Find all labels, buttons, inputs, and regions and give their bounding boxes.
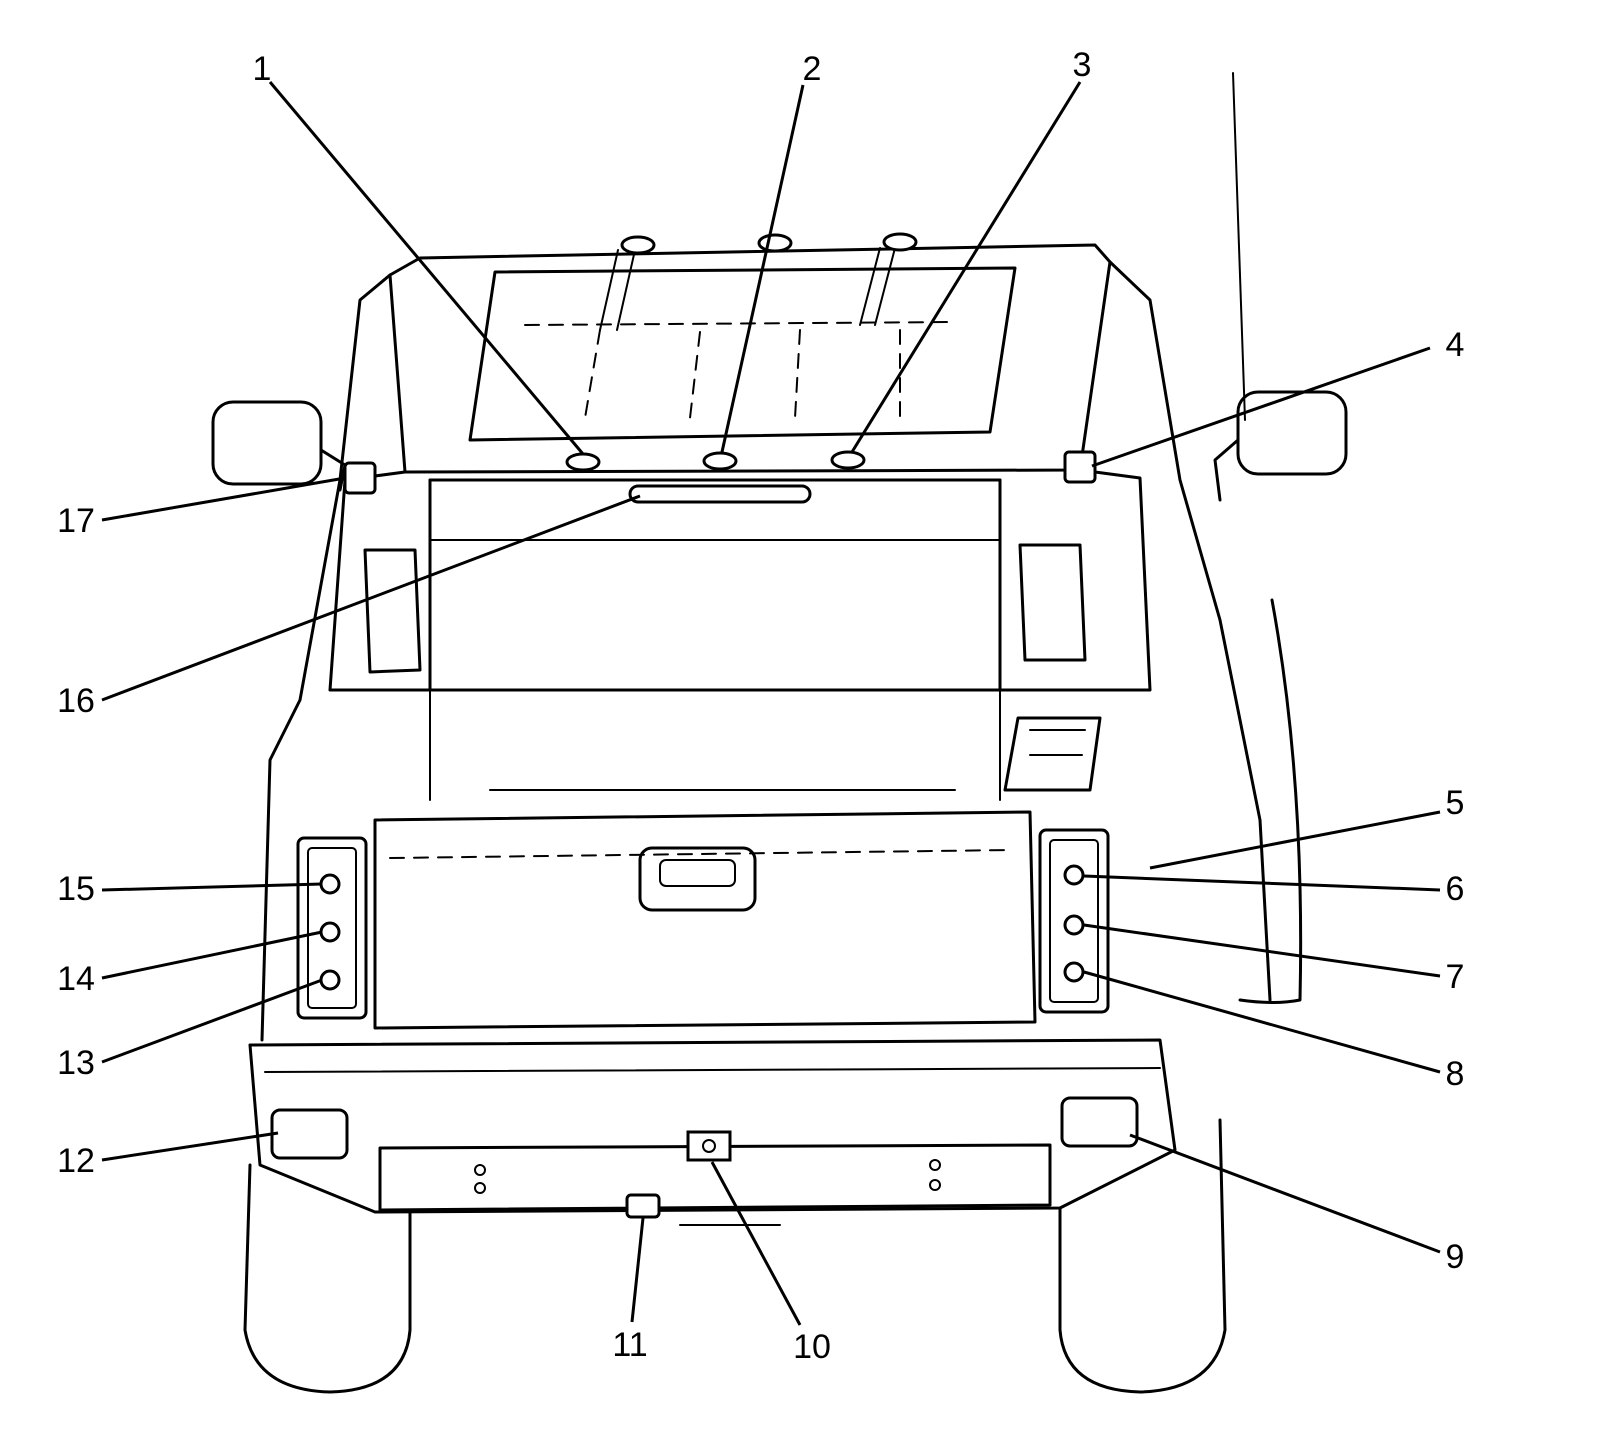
callout-10: 10	[793, 1328, 831, 1366]
leader-8	[1083, 970, 1441, 1074]
callout-1: 1	[253, 50, 272, 88]
leader-15	[101, 882, 323, 892]
leader-14	[101, 930, 323, 980]
high-mount-stop-lamp	[628, 484, 812, 504]
leader-16	[101, 494, 641, 702]
leader-lines	[101, 81, 1441, 1326]
roof	[388, 232, 1112, 504]
tires	[243, 598, 1303, 1394]
leader-17	[101, 476, 346, 522]
roof-lamp-top-right	[882, 232, 918, 252]
leader-12	[101, 1131, 279, 1162]
leader-7	[1083, 923, 1441, 978]
callout-15: 15	[57, 870, 95, 908]
leader-6	[1083, 874, 1441, 892]
callout-6: 6	[1446, 870, 1465, 908]
right-tail-lamp-assembly	[1038, 828, 1110, 1014]
callout-11: 11	[612, 1326, 647, 1364]
tailgate-handle	[638, 846, 757, 912]
left-upper-lamp-bulb	[319, 873, 341, 895]
right-upper-lamp-bulb	[1063, 864, 1085, 886]
left-pillar-lamp	[343, 461, 377, 495]
callout-17: 17	[57, 502, 95, 540]
callout-14: 14	[57, 960, 95, 998]
leader-3	[850, 81, 1082, 453]
hitch-receiver	[686, 1130, 732, 1162]
callout-labels: 1 2 3 4 5 6 7 8 9 10 11 12 13 14 15 16 1…	[57, 46, 1464, 1366]
callout-16: 16	[57, 682, 95, 720]
left-mirror	[211, 400, 323, 486]
right-lower-lamp-bulb	[1063, 961, 1085, 983]
right-middle-lamp-bulb	[1063, 914, 1085, 936]
leader-10	[710, 1161, 802, 1326]
tailgate	[373, 810, 1037, 1051]
callout-9: 9	[1446, 1238, 1465, 1276]
callout-8: 8	[1446, 1055, 1465, 1093]
right-mirror	[1236, 390, 1348, 476]
leader-5	[1149, 810, 1441, 870]
leader-9	[1129, 1133, 1441, 1254]
roof-marker-lamp-right	[830, 450, 866, 470]
roof-marker-lamp-left	[565, 452, 601, 472]
license-lamp	[625, 1193, 661, 1219]
callout-3: 3	[1073, 46, 1092, 84]
leader-13	[101, 978, 323, 1064]
leader-11	[630, 1217, 645, 1323]
callout-7: 7	[1446, 958, 1465, 996]
mirrors	[211, 72, 1348, 502]
callout-4: 4	[1446, 326, 1465, 364]
rear-bumper	[248, 1038, 1177, 1226]
callout-5: 5	[1446, 784, 1465, 822]
callout-2: 2	[803, 50, 822, 88]
right-pillar-lamp	[1063, 450, 1097, 484]
left-lower-lamp-bulb	[319, 969, 341, 991]
leader-2	[720, 84, 805, 453]
roof-lamp-top-center	[757, 233, 793, 253]
left-middle-lamp-bulb	[319, 921, 341, 943]
roof-lamp-top-left	[620, 235, 656, 255]
leader-1	[268, 81, 585, 455]
right-backup-lamp	[1060, 1096, 1139, 1148]
leader-4	[1091, 346, 1431, 468]
left-tail-lamp-assembly	[296, 836, 368, 1020]
callout-13: 13	[57, 1044, 95, 1082]
callout-12: 12	[57, 1142, 95, 1180]
roof-marker-lamp-center	[702, 451, 738, 471]
